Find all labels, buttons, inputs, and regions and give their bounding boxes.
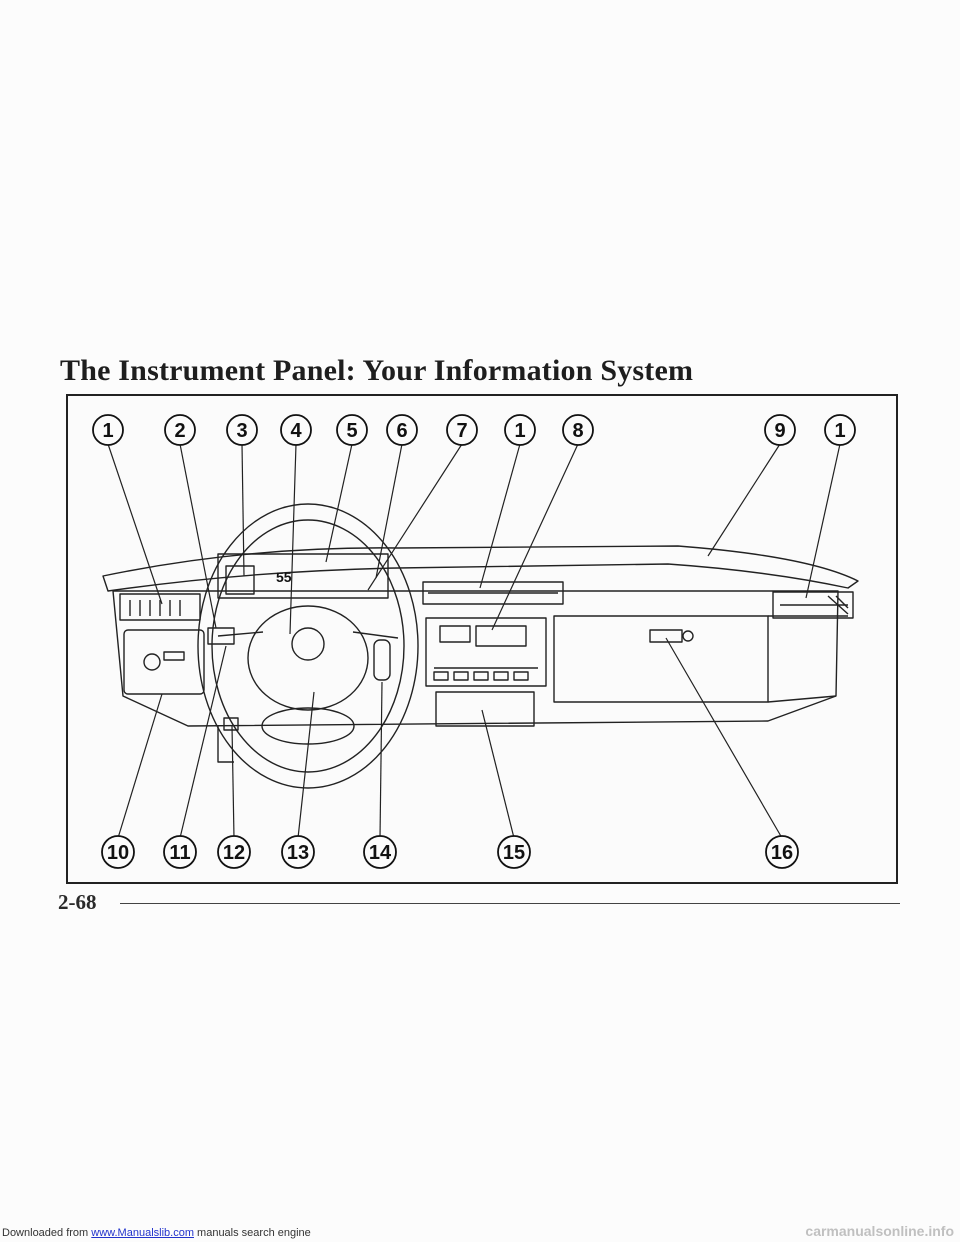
manualslib-link[interactable]: www.Manualslib.com [91, 1227, 194, 1239]
svg-text:11: 11 [169, 842, 190, 864]
download-prefix: Downloaded from [2, 1227, 92, 1239]
svg-text:9: 9 [774, 420, 785, 442]
svg-text:13: 13 [287, 842, 309, 864]
callout-4: 4 [280, 414, 312, 446]
svg-text:7: 7 [456, 420, 467, 442]
center-vent [422, 581, 564, 605]
right-vent [772, 591, 854, 619]
callout-16: 16 [765, 835, 799, 869]
callout-12: 12 [217, 835, 251, 869]
svg-text:8: 8 [572, 420, 583, 442]
download-credit: Downloaded from www.Manualslib.com manua… [2, 1227, 311, 1239]
callout-10: 10 [101, 835, 135, 869]
callout-8: 8 [562, 414, 594, 446]
callout-5: 5 [336, 414, 368, 446]
glove-box [553, 615, 769, 703]
callout-1a: 1 [92, 414, 124, 446]
leader-lines [107, 443, 841, 839]
instrument-panel-figure: 55 1 [66, 394, 898, 884]
download-suffix: manuals search engine [193, 1227, 311, 1239]
callouts-bottom: 10 11 12 13 14 15 [101, 835, 799, 869]
footer-rule [120, 903, 900, 904]
callout-14: 14 [363, 835, 397, 869]
svg-text:14: 14 [369, 842, 392, 864]
dash-body [112, 590, 839, 727]
steering-wheel [197, 503, 419, 789]
callout-2: 2 [164, 414, 196, 446]
svg-text:1: 1 [102, 420, 113, 442]
callouts-top: 1 2 3 4 5 6 7 [92, 414, 856, 446]
svg-text:15: 15 [503, 842, 525, 864]
watermark-text: carmanualsonline.info [805, 1223, 954, 1239]
callout-6: 6 [386, 414, 418, 446]
storage-compartment [435, 691, 535, 727]
download-footer: Downloaded from www.Manualslib.com manua… [0, 1223, 960, 1242]
callout-1b: 1 [504, 414, 536, 446]
page-title: The Instrument Panel: Your Information S… [60, 354, 694, 387]
instrument-panel-illustration: 55 1 [92, 414, 859, 869]
svg-text:12: 12 [223, 842, 245, 864]
callout-3: 3 [226, 414, 258, 446]
callout-11: 11 [163, 835, 197, 869]
svg-text:1: 1 [834, 420, 845, 442]
page-number: 2-68 [58, 890, 97, 914]
svg-text:2: 2 [174, 420, 185, 442]
svg-text:1: 1 [514, 420, 525, 442]
left-vent [119, 593, 201, 621]
svg-text:5: 5 [346, 420, 357, 442]
callout-9: 9 [764, 414, 796, 446]
svg-text:6: 6 [396, 420, 407, 442]
callout-13: 13 [281, 835, 315, 869]
cluster-speed-readout: 55 [276, 569, 292, 585]
callout-7: 7 [446, 414, 478, 446]
svg-text:3: 3 [236, 420, 247, 442]
svg-text:16: 16 [771, 842, 793, 864]
svg-text:4: 4 [290, 420, 302, 442]
callout-1c: 1 [824, 414, 856, 446]
radio [425, 617, 547, 687]
callout-15: 15 [497, 835, 531, 869]
svg-text:10: 10 [107, 842, 129, 864]
wheel-emblem [291, 627, 325, 661]
headlamp-panel [123, 629, 205, 695]
